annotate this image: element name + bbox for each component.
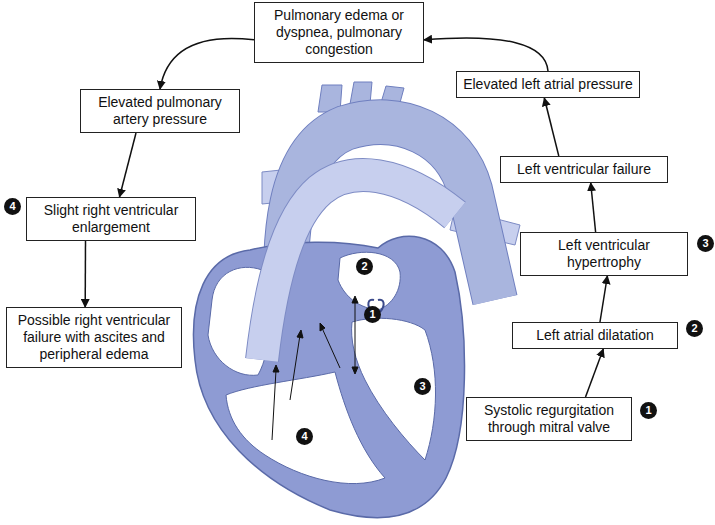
- process-box: Elevated left atrial pressure: [456, 71, 640, 98]
- flow-arrows: [272, 296, 358, 440]
- flow-arrow: [544, 98, 558, 156]
- flow-arrow: [586, 349, 604, 397]
- box-text: Elevated left atrial pressure: [462, 76, 634, 93]
- heart-wall: [193, 236, 464, 517]
- box-text: Left ventricular hypertrophy: [526, 237, 682, 271]
- box-text: Possible right ventricular failure with …: [12, 312, 176, 363]
- process-box: Elevated pulmonary artery pressure: [80, 89, 240, 133]
- flow-arrow: [120, 133, 137, 197]
- process-box: Pulmonary edema or dyspnea, pulmonary co…: [254, 2, 424, 63]
- callout-number: 3: [697, 235, 714, 252]
- flow-arrow: [160, 38, 254, 89]
- process-box: Left ventricular failure: [500, 156, 668, 183]
- callout-number: 2: [686, 320, 703, 337]
- pulmonary-trunk: [262, 175, 455, 360]
- process-box: Left ventricular hypertrophy: [520, 232, 688, 276]
- right-ventricle: [226, 372, 385, 484]
- callout-number: 4: [4, 198, 21, 215]
- callout-number: 1: [640, 402, 657, 419]
- callout-number: 2: [356, 258, 373, 275]
- box-text: Left ventricular failure: [506, 161, 662, 178]
- process-box: Slight right ventricular enlargement: [26, 197, 196, 241]
- box-text: Pulmonary edema or dyspnea, pulmonary co…: [260, 7, 418, 58]
- process-box: Left atrial dilatation: [512, 322, 678, 349]
- flow-arrow: [600, 276, 607, 322]
- pulmonary-trunk-outline: [262, 175, 455, 360]
- box-text: Left atrial dilatation: [518, 327, 672, 344]
- box-text: Slight right ventricular enlargement: [32, 202, 190, 236]
- left-ventricle: [352, 318, 436, 460]
- flow-arrow: [424, 38, 548, 71]
- flow-arrow: [591, 183, 596, 232]
- flow-arrow: [84, 241, 86, 307]
- process-box: Systolic regurgitation through mitral va…: [466, 397, 632, 441]
- box-text: Systolic regurgitation through mitral va…: [472, 402, 626, 436]
- callout-number: 1: [364, 306, 381, 323]
- callout-number: 4: [296, 428, 313, 445]
- callout-number: 3: [414, 378, 431, 395]
- box-text: Elevated pulmonary artery pressure: [86, 94, 234, 128]
- process-box: Possible right ventricular failure with …: [6, 307, 182, 368]
